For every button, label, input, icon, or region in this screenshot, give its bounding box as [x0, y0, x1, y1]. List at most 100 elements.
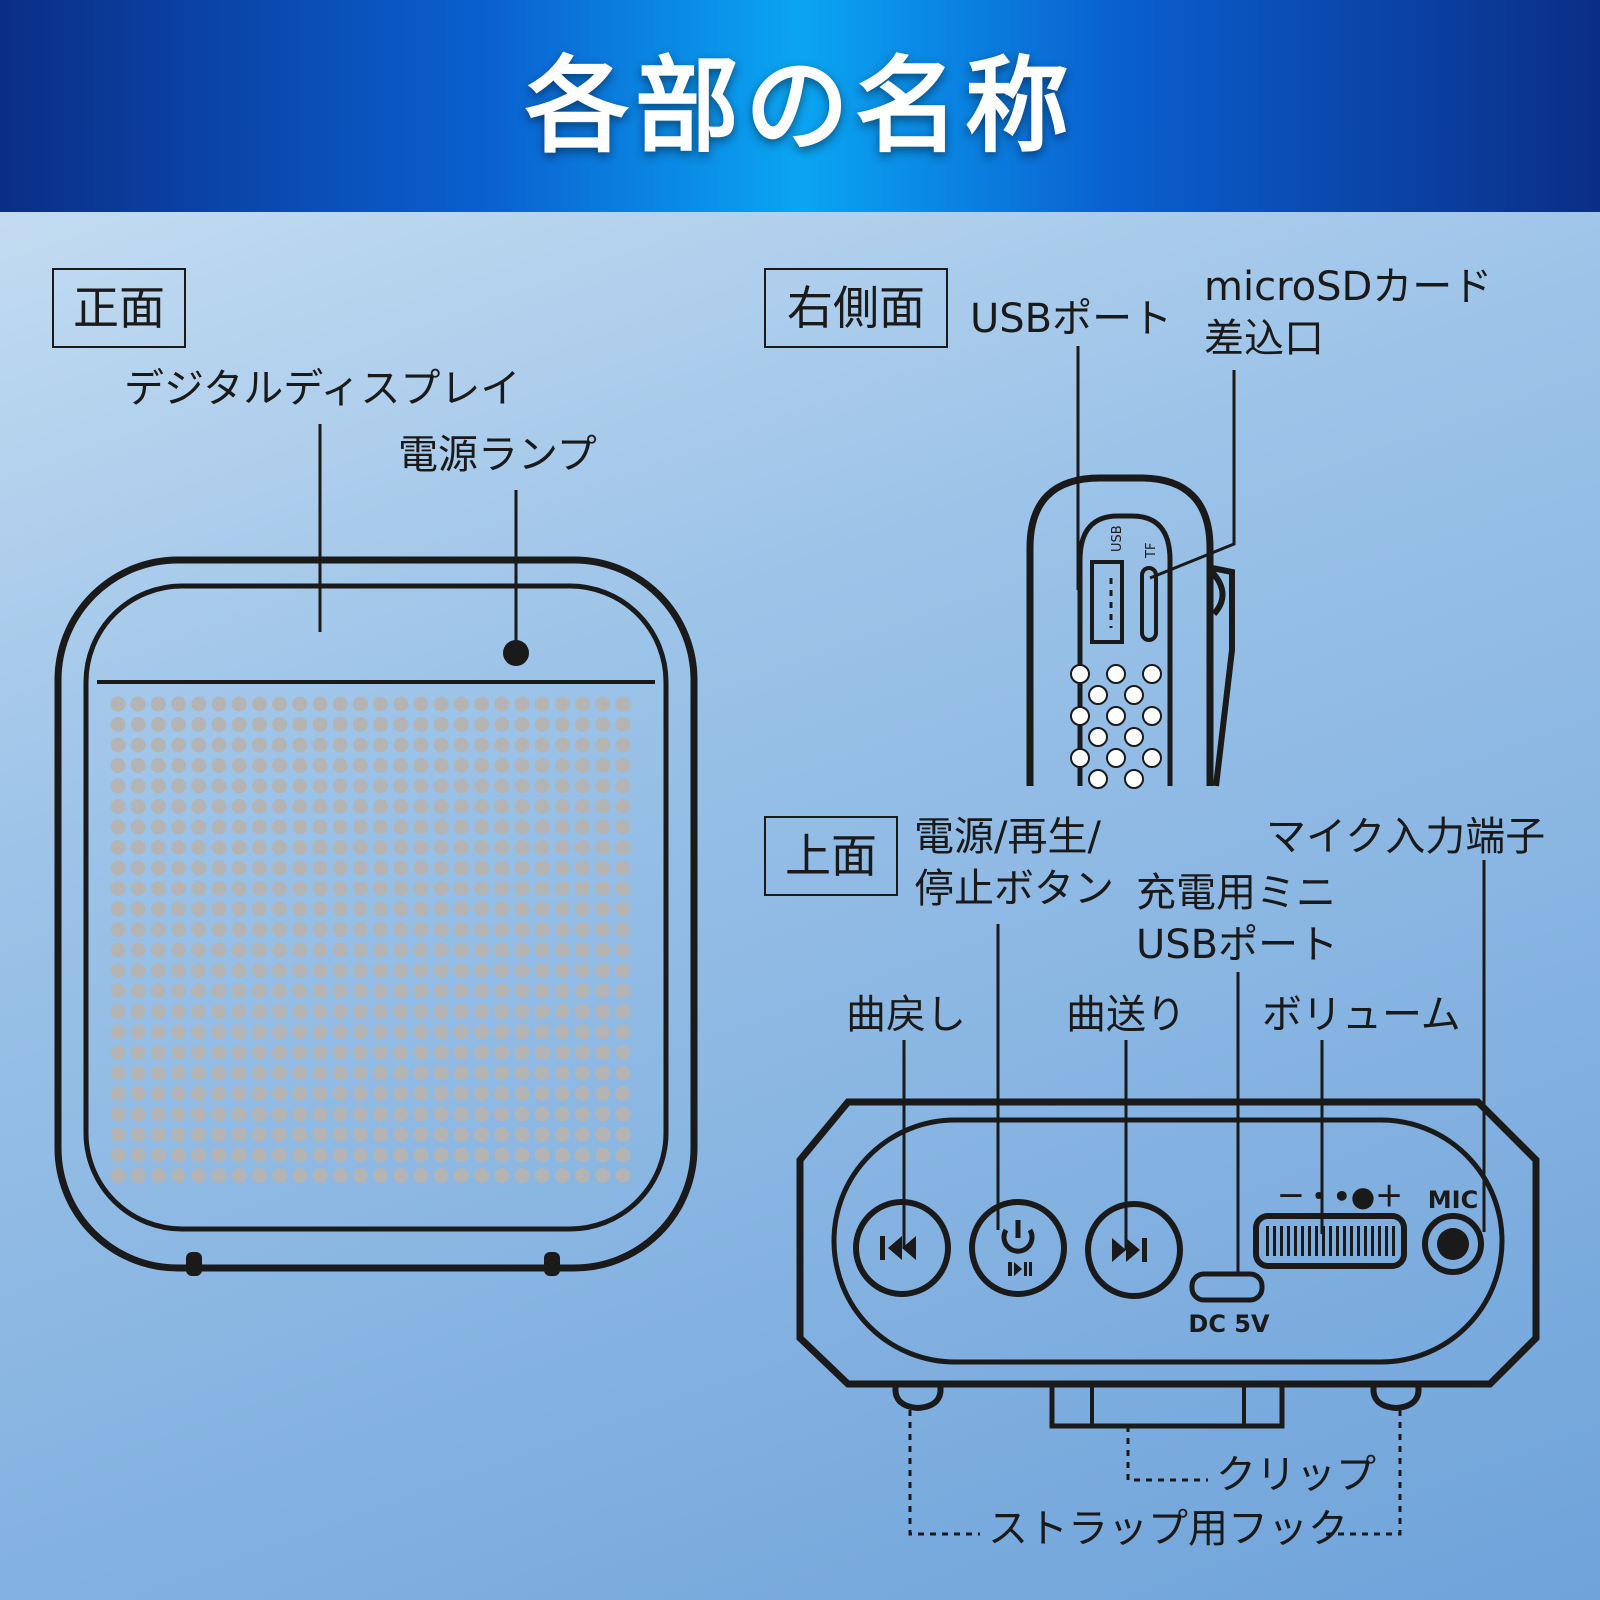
grille-dot	[514, 840, 530, 855]
grille-dot	[514, 1106, 530, 1122]
grille-dot	[171, 778, 187, 794]
grille-dot	[211, 778, 227, 794]
play-icon	[1014, 1262, 1022, 1276]
grille-dot	[312, 819, 328, 835]
grille-dot	[575, 983, 591, 999]
button-icons	[880, 1236, 1147, 1276]
grille-dot	[231, 881, 247, 896]
dc-marking: DC 5V	[1188, 1310, 1270, 1338]
grille-dot	[453, 758, 469, 773]
grille-dot	[575, 819, 591, 835]
grille-dot	[312, 696, 328, 712]
grille-dot	[494, 696, 510, 712]
grille-dot	[332, 778, 348, 794]
grille-dot	[150, 1024, 166, 1040]
grille-dot	[393, 737, 409, 753]
vent-hole	[1106, 664, 1126, 684]
grille-dot	[373, 881, 389, 896]
grille-dot	[191, 737, 207, 753]
grille-dot	[433, 942, 449, 958]
prev-track-button	[853, 1199, 951, 1297]
grille-dot	[595, 860, 611, 876]
grille-dot	[595, 942, 611, 958]
grille-dot	[332, 717, 348, 732]
grille-dot	[292, 983, 308, 999]
grille-dot	[352, 778, 368, 794]
grille-dot	[373, 778, 389, 794]
grille-dot	[272, 1147, 288, 1163]
grille-dot	[474, 1065, 490, 1081]
grille-dot	[171, 860, 187, 876]
grille-dot	[615, 1106, 631, 1122]
grille-dot	[332, 1004, 348, 1019]
grille-dot	[352, 799, 368, 814]
grille-dot	[191, 860, 207, 876]
grille-dot	[494, 1127, 510, 1142]
wheel-ridge	[1357, 1226, 1360, 1256]
grille-dot	[534, 1024, 550, 1040]
grille-dot	[575, 840, 591, 855]
grille-dot	[272, 1045, 288, 1060]
grille-dot	[272, 778, 288, 794]
grille-dot	[514, 983, 530, 999]
grille-dot	[272, 758, 288, 773]
grille-dot	[393, 1065, 409, 1081]
grille-dot	[171, 1127, 187, 1142]
grille-dot	[191, 1106, 207, 1122]
grille-dot	[110, 778, 126, 794]
dotted-leaders	[908, 1410, 1402, 1536]
grille-dot	[191, 1024, 207, 1040]
grille-dot	[231, 758, 247, 773]
grille-dot	[554, 840, 570, 855]
grille-dot	[312, 963, 328, 978]
grille-dot	[292, 696, 308, 712]
grille-dot	[171, 983, 187, 999]
section-front-label: 正面	[52, 268, 186, 348]
vent-hole	[1088, 685, 1108, 705]
front-foot-right	[544, 1252, 560, 1276]
grille-dot	[514, 778, 530, 794]
grille-dot	[352, 840, 368, 855]
grille-dot	[352, 1024, 368, 1040]
wheel-ridge	[1280, 1226, 1283, 1256]
grille-dot	[373, 840, 389, 855]
grille-dot	[393, 799, 409, 814]
grille-dot	[595, 1106, 611, 1122]
grille-dot	[393, 717, 409, 732]
grille-dot	[615, 1004, 631, 1019]
grille-dot	[514, 942, 530, 958]
wheel-ridge	[1294, 1226, 1297, 1256]
grille-dot	[595, 737, 611, 753]
grille-dot	[433, 1065, 449, 1081]
grille-dot	[474, 963, 490, 978]
grille-dot	[575, 1024, 591, 1040]
grille-dot	[332, 860, 348, 876]
grille-dot	[332, 901, 348, 917]
grille-dot	[191, 696, 207, 712]
grille-dot	[453, 1024, 469, 1040]
grille-dot	[494, 1106, 510, 1122]
grille-dot	[433, 901, 449, 917]
grille-dot	[433, 778, 449, 794]
grille-dot	[575, 922, 591, 937]
grille-dot	[231, 696, 247, 712]
grille-dot	[453, 1004, 469, 1019]
grille-dot	[191, 881, 207, 896]
label-clip: クリップ	[1216, 1452, 1376, 1498]
grille-dot	[494, 922, 510, 937]
grille-dot	[251, 963, 267, 978]
grille-dot	[231, 1045, 247, 1060]
vent-hole	[1088, 727, 1108, 747]
side-outer-body	[1026, 474, 1214, 786]
clip-base	[1049, 1381, 1285, 1429]
grille-dot	[292, 1065, 308, 1081]
grille-dot	[494, 819, 510, 835]
top-device	[796, 1098, 1540, 1429]
grille-dot	[211, 1147, 227, 1163]
grille-dot	[474, 922, 490, 937]
label-strap-hook: ストラップ用フック	[988, 1506, 1348, 1552]
grille-dot	[251, 1127, 267, 1142]
grille-dot	[575, 860, 591, 876]
grille-dot	[171, 696, 187, 712]
